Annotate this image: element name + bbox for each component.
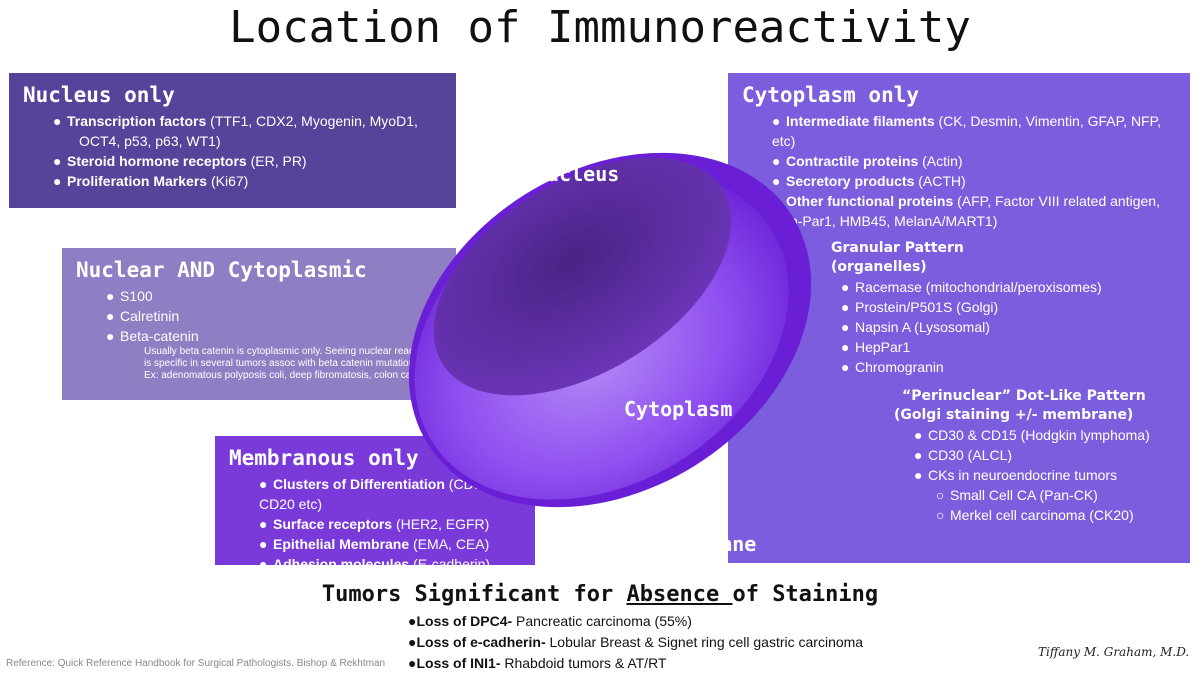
- absence-list: ●Loss of DPC4- Pancreatic carcinoma (55%…: [408, 611, 1200, 674]
- list-item: ●Clusters of Differentiation (CD3, CD20 …: [259, 476, 486, 512]
- membrane-label: Membrane: [660, 532, 757, 556]
- nuclear-cytoplasmic-panel: Nuclear AND Cytoplasmic ●S100 ●Calretini…: [62, 248, 456, 400]
- list-item: ●Epithelial Membrane (EMA, CEA): [259, 536, 490, 552]
- perinuclear-pattern-heading: “Perinuclear” Dot-Like Pattern: [902, 388, 1146, 404]
- cytoplasm-only-heading: Cytoplasm only: [742, 83, 920, 107]
- granular-pattern-heading: Granular Pattern: [831, 240, 964, 256]
- granular-pattern-section: Granular Pattern (organelles) ●Racemase …: [742, 239, 1176, 377]
- list-item: ●Prostein/P501S (Golgi): [841, 299, 999, 315]
- nucleus-only-list: ●Transcription factors (TTF1, CDX2, Myog…: [23, 111, 442, 191]
- list-item: ○Merkel cell carcinoma (CK20): [936, 507, 1134, 523]
- nucleus-only-heading: Nucleus only: [23, 83, 175, 107]
- granular-pattern-subheading: (organelles): [831, 259, 927, 275]
- list-item: ●Contractile proteins (Actin): [772, 153, 963, 169]
- nuclear-cytoplasmic-list: ●S100 ●Calretinin ●Beta-catenin: [76, 286, 442, 346]
- list-item: ●Racemase (mitochondrial/peroxisomes): [841, 279, 1102, 295]
- list-item: ●Beta-catenin: [106, 328, 199, 344]
- nucleus-label: Nucleus: [535, 162, 620, 186]
- list-item: ●Other functional proteins (AFP, Factor …: [772, 193, 1160, 209]
- beta-catenin-note-line: Usually beta catenin is cytoplasmic only…: [144, 346, 434, 357]
- beta-catenin-note-line: is specific in several tumors assoc with…: [144, 358, 422, 369]
- membranous-only-panel: Membranous only ●Clusters of Differentia…: [215, 436, 535, 572]
- list-item: Hep-Par1, HMB45, MelanA/MART1): [772, 213, 998, 229]
- perinuclear-pattern-section: “Perinuclear” Dot-Like Pattern (Golgi st…: [742, 387, 1176, 525]
- list-item: ●CD30 (ALCL): [914, 447, 1013, 463]
- list-item: ●Napsin A (Lysosomal): [841, 319, 990, 335]
- perinuclear-pattern-subheading: (Golgi staining +/- membrane): [894, 407, 1134, 423]
- absence-heading: Tumors Significant for Absence of Staini…: [321, 582, 879, 607]
- list-item: ●Proliferation Markers (Ki67): [53, 173, 249, 189]
- author-signature: Tiffany M. Graham, M.D.: [1038, 645, 1190, 659]
- nucleus-only-panel: Nucleus only ●Transcription factors (TTF…: [9, 73, 456, 208]
- cytoplasm-only-list: ●Intermediate filaments (CK, Desmin, Vim…: [742, 111, 1176, 231]
- cytoplasm-label: Cytoplasm: [624, 397, 733, 421]
- list-item: OCT4, p53, p63, WT1): [79, 133, 221, 149]
- nuclear-cytoplasmic-heading: Nuclear AND Cytoplasmic: [76, 258, 367, 282]
- page-title: Location of Immunoreactivity: [229, 2, 971, 53]
- list-item: ●Transcription factors (TTF1, CDX2, Myog…: [53, 113, 418, 129]
- list-item: ●CKs in neuroendocrine tumors: [914, 467, 1118, 483]
- list-item: ●S100: [106, 288, 153, 304]
- beta-catenin-note-line: Ex: adenomatous polyposis coli, deep fib…: [144, 370, 431, 381]
- membranous-only-heading: Membranous only: [229, 446, 419, 470]
- list-item: ●Intermediate filaments (CK, Desmin, Vim…: [772, 113, 1162, 149]
- list-item: ●Loss of e-cadherin- Lobular Breast & Si…: [408, 634, 864, 650]
- list-item: ●Calretinin: [106, 308, 180, 324]
- list-item: ○Small Cell CA (Pan-CK): [936, 487, 1098, 503]
- reference-text: Reference: Quick Reference Handbook for …: [6, 658, 386, 669]
- membranous-only-list: ●Clusters of Differentiation (CD3, CD20 …: [229, 474, 521, 574]
- list-item: ●Loss of DPC4- Pancreatic carcinoma (55%…: [408, 613, 692, 629]
- list-item: ●HepPar1: [841, 339, 911, 355]
- list-item: ●Secretory products (ACTH): [772, 173, 966, 189]
- list-item: ●Loss of INI1- Rhabdoid tumors & AT/RT: [408, 655, 667, 671]
- cytoplasm-only-panel: Cytoplasm only ●Intermediate filaments (…: [728, 73, 1190, 563]
- list-item: ●Steroid hormone receptors (ER, PR): [53, 153, 307, 169]
- list-item: ●Adhesion molecules (E-cadherin): [259, 556, 491, 572]
- list-item: ●Chromogranin: [841, 359, 944, 375]
- granular-pattern-list: ●Racemase (mitochondrial/peroxisomes) ●P…: [831, 277, 1176, 377]
- perinuclear-pattern-list: ●CD30 & CD15 (Hodgkin lymphoma) ●CD30 (A…: [902, 425, 1176, 525]
- list-item: ●CD30 & CD15 (Hodgkin lymphoma): [914, 427, 1150, 443]
- absence-of-staining-section: Tumors Significant for Absence of Staini…: [0, 582, 1200, 674]
- list-item: ●Surface receptors (HER2, EGFR): [259, 516, 490, 532]
